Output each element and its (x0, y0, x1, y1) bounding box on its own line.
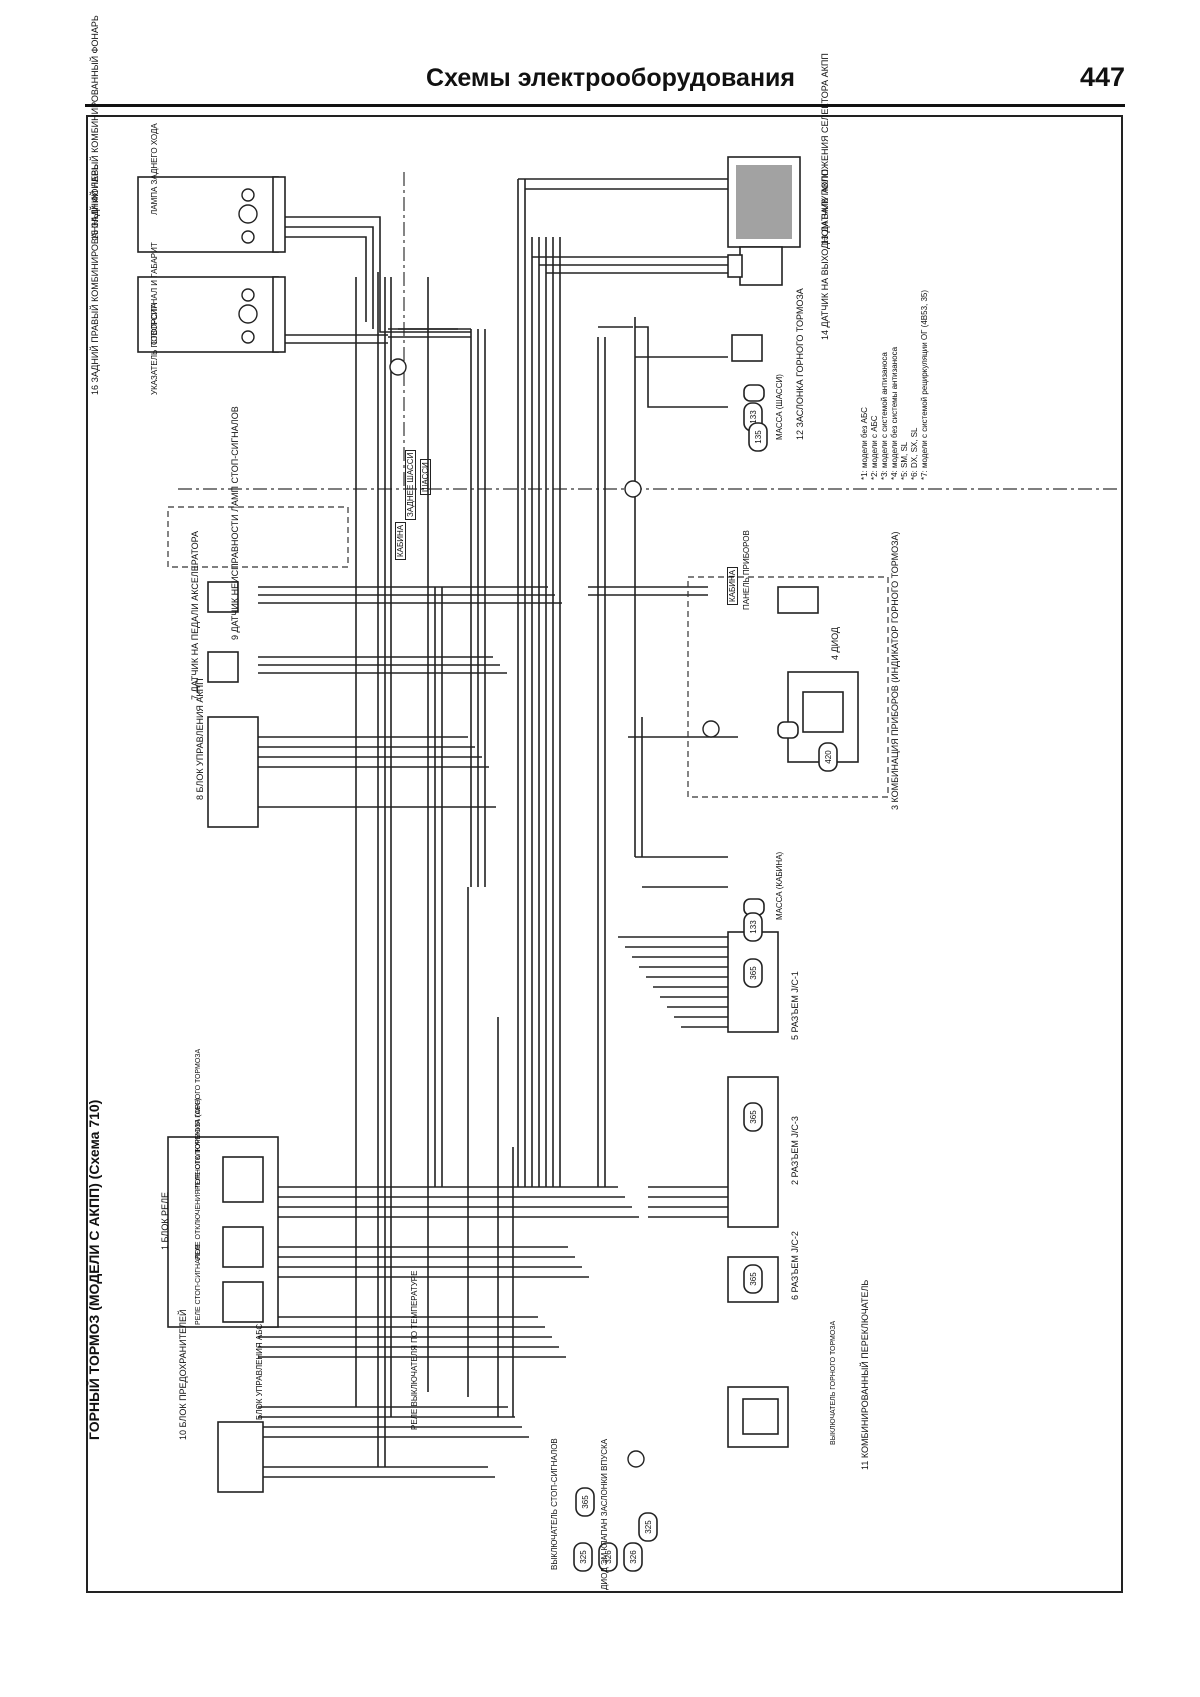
diagram-frame (86, 115, 1123, 1593)
ref-code-text: 365 (749, 1110, 758, 1124)
ref-code-text: 365 (749, 966, 758, 980)
ref-code-badge: 326 (598, 1542, 618, 1572)
label-c9: 9 ДАТЧИК НЕИСПРАВНОСТИ ЛАМП СТОП-СИГНАЛО… (230, 406, 240, 640)
ref-code-badge: 365 (743, 1264, 763, 1294)
diode-4 (777, 586, 819, 614)
ref-code-badge: 135 (748, 422, 768, 452)
ref-code-badge: 365 (575, 1487, 595, 1517)
label-c5: 5 РАЗЪЕМ J/C-1 (790, 971, 800, 1040)
page-header: Схемы электрооборудования 447 (85, 60, 1125, 107)
footnote: *5: SM, SL (900, 441, 909, 480)
label-c4: 4 ДИОД (830, 627, 840, 660)
label-c12: 12 ЗАСЛОНКА ГОРНОГО ТОРМОЗА (795, 288, 805, 440)
ref-code-text: 135 (754, 430, 763, 444)
label-c11: 11 КОМБИНИРОВАННЫЙ ПЕРЕКЛЮЧАТЕЛЬ (860, 1279, 870, 1470)
diagram-title: ГОРНЫЙ ТОРМОЗ (МОДЕЛИ С АКПП) (Схема 710… (86, 1099, 102, 1440)
ref-code-text: 365 (749, 1272, 758, 1286)
combination-switch (727, 1386, 789, 1448)
label-diode-valve: ДИОД ЭМ КЛАПАН ЗАСЛОНКИ ВПУСКА (600, 1438, 609, 1590)
ref-code-text: 325 (579, 1550, 588, 1564)
ground-chassis: МАССА (ШАССИ) (775, 374, 784, 440)
label-c10: 10 БЛОК ПРЕДОХРАНИТЕЛЕЙ (178, 1309, 188, 1441)
relay-off-label: РЕЛЕ ОТКЛЮЧЕНИЯ ГОРНОГО ТОРМОЗА (195, 1048, 202, 1190)
ref-code-badge: 365 (743, 1102, 763, 1132)
rear-lamp-harness (278, 178, 748, 408)
ref-code-badge: 420 (818, 742, 838, 772)
zone-cabin: КАБИНА (395, 521, 406, 560)
rear-lamp-right (137, 176, 286, 253)
footnote: *3: модели с системой антизаноса (880, 352, 889, 480)
ground-cabin: МАССА (КАБИНА) (775, 851, 784, 920)
zone-panel: ПАНЕЛЬ ПРИБОРОВ (742, 530, 751, 610)
page-number: 447 (1079, 62, 1125, 92)
relay-block (167, 1136, 279, 1328)
output-shaft-sensor (727, 246, 783, 286)
label-stop-switch: ВЫКЛЮЧАТЕЛЬ СТОП-СИГНАЛОВ (550, 1438, 559, 1570)
at-control-unit (207, 716, 259, 828)
footnote: *4: модели без системы антизаноса (890, 346, 899, 480)
zone-rear-chassis: ЗАДНЕЕ ШАССИ (405, 449, 416, 520)
label-c8: 8 БЛОК УПРАВЛЕНИЯ АКПП (195, 678, 205, 800)
footnote: *7: модели с системой рециркуляции ОГ (4… (920, 289, 929, 480)
fuse-block (217, 1421, 264, 1493)
selector-sensor (727, 156, 801, 248)
ref-code-text: 133 (749, 410, 758, 424)
mid-harness (258, 586, 738, 888)
wiring-diagram: 325 365 325 326 326 365 365 365 420 133 133 135 (137, 156, 1121, 1572)
footnotes: *1: модели без АБС *2: модели с АБС *3: … (860, 290, 930, 480)
label-c7: 7 ДАТЧИК НА ПЕДАЛИ АКСЕЛЕРАТОРА (190, 530, 200, 700)
wire-bundle (355, 179, 643, 1467)
switch-label: ВЫКЛЮЧАТЕЛЬ ГОРНОГО ТОРМОЗА (830, 1320, 837, 1445)
connector-jc1-wiring (618, 936, 728, 1028)
ref-code-text: 365 (581, 1495, 590, 1509)
ref-code-text: 326 (629, 1550, 638, 1564)
ref-code-text: 133 (749, 920, 758, 934)
rear-lamp-left (137, 276, 286, 353)
label-c3: 3 КОМБИНАЦИЯ ПРИБОРОВ (ИНДИКАТОР ГОРНОГО… (890, 531, 900, 810)
ref-code-text: 325 (644, 1520, 653, 1534)
label-c1: 1 БЛОК РЕЛЕ (160, 1192, 170, 1250)
footnote: *2: модели с АБС (870, 415, 879, 481)
ref-code-badge: 365 (743, 958, 763, 988)
header-title: Схемы электрооборудования (426, 64, 795, 92)
brake-flap (731, 334, 763, 362)
ref-code-text: 420 (824, 750, 833, 764)
accel-sensor (207, 651, 239, 683)
label-abs-unit: БЛОК УПРАВЛЕНИЯ АБС (255, 1323, 264, 1420)
jc3-connector (727, 1076, 779, 1228)
ref-code-badge: 326 (623, 1542, 643, 1572)
stop-lamp-sensor (207, 581, 239, 613)
lamp-label-reverse: ЛАМПА ЗАДНЕГО ХОДА (150, 123, 159, 215)
lamp-label-turn: УКАЗАТЕЛЬ ПОВОРОТА (150, 302, 159, 395)
ref-code-badge: 325 (573, 1542, 593, 1572)
label-c6: 6 РАЗЪЕМ J/C-2 (790, 1231, 800, 1300)
zone-cabin-2: КАБИНА (727, 566, 738, 605)
ref-code-badge: 325 (638, 1512, 658, 1542)
accel-sensor-outline (167, 506, 349, 568)
label-temp-relay: РЕЛЕ ВЫКЛЮЧАТЕЛЯ ПО ТЕМПЕРАТУРЕ (410, 1270, 419, 1430)
label-c16: 16 ЗАДНИЙ ПРАВЫЙ КОМБИНИРОВАННЫЙ ФОНАРЬ (90, 164, 100, 395)
footnote: *6: DX, SX, SL (910, 427, 919, 480)
ref-code-text: 326 (604, 1550, 613, 1564)
ref-code-badge: 133 (743, 912, 763, 942)
ground-symbols (389, 358, 799, 1468)
footnote: *1: модели без АБС (860, 407, 869, 480)
lower-harness (258, 1186, 728, 1478)
label-c14: 14 ДАТЧИК НА ВЫХОДНОМ ВАЛУ АКПП (820, 169, 830, 340)
label-c2: 2 РАЗЪЕМ J/C-3 (790, 1116, 800, 1185)
instrument-cluster (787, 671, 859, 763)
zone-chassis: ШАССИ (420, 459, 431, 495)
instrument-cluster-outline (687, 576, 889, 798)
